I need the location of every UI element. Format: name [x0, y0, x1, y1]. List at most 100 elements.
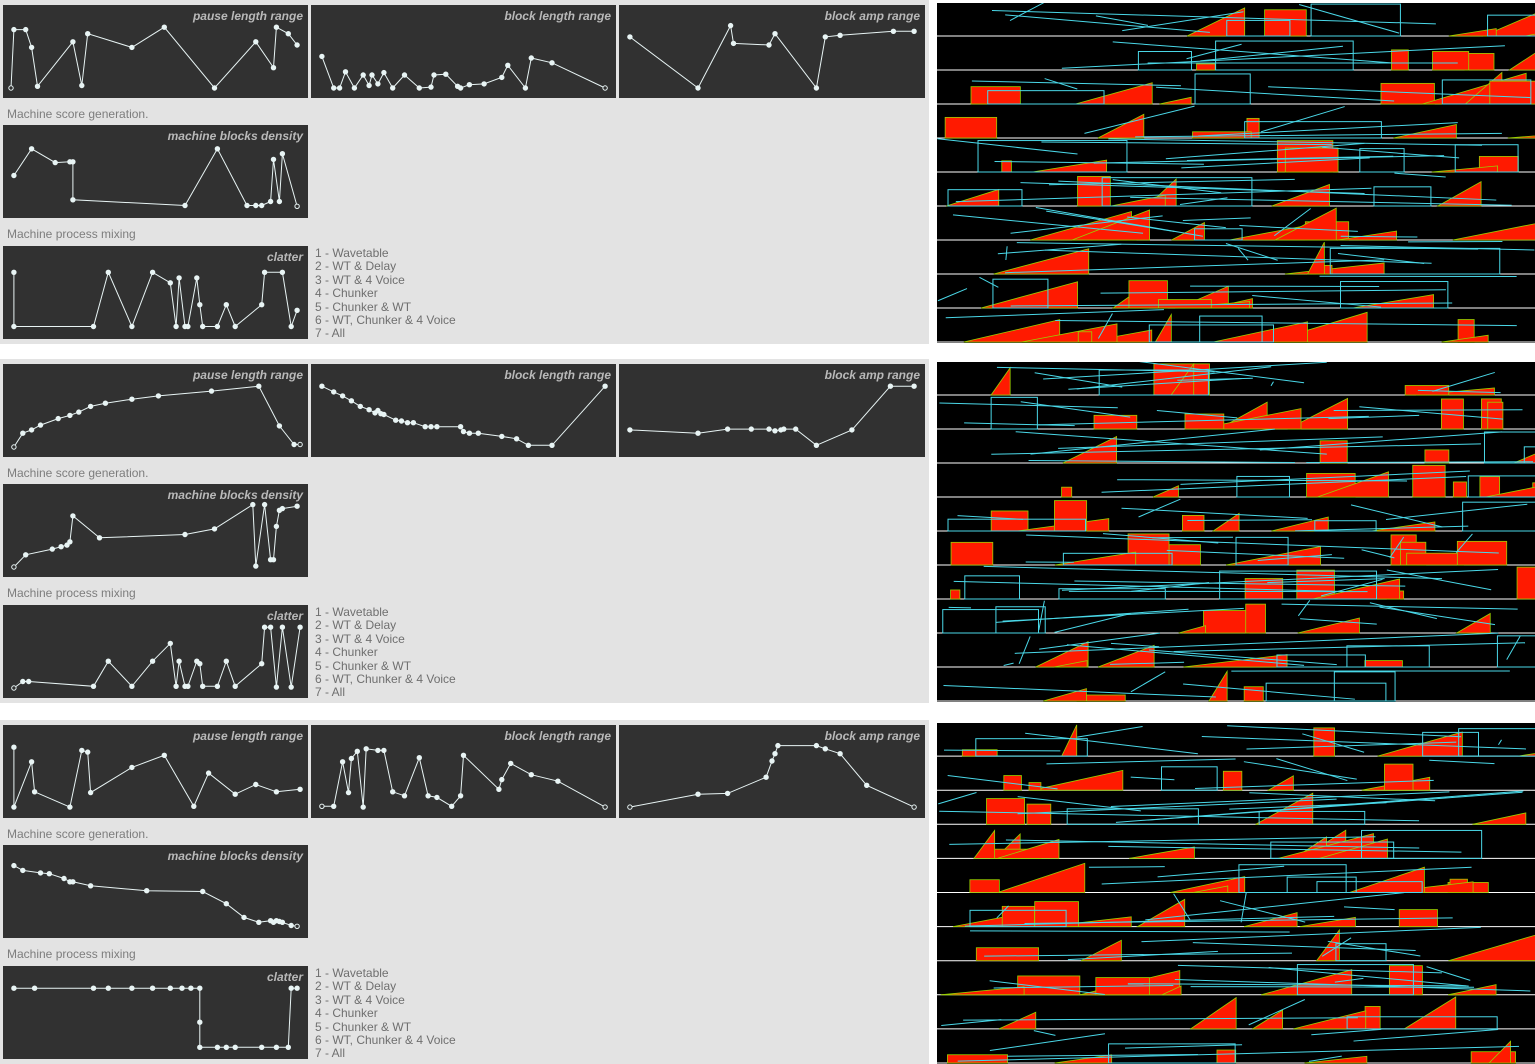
score-block	[1452, 481, 1467, 498]
pause-length-envelope[interactable]: pause length range	[3, 725, 308, 818]
score-connector	[1173, 642, 1526, 652]
score-connector	[1101, 476, 1467, 493]
score-generation-caption: Machine score generation.	[7, 107, 149, 121]
mixing-mode-item[interactable]: 6 - WT, Chunker & 4 Voice	[315, 313, 456, 328]
mixing-mode-item[interactable]: 2 - WT & Delay	[315, 618, 397, 633]
mixing-mode-item[interactable]: 4 - Chunker	[315, 286, 378, 301]
score-connector	[1048, 178, 1295, 186]
envelope-breakpoint	[211, 85, 218, 91]
score-connector	[1165, 142, 1365, 160]
score-block	[1001, 160, 1012, 173]
block-length-envelope[interactable]: block length range	[311, 725, 616, 818]
score-frame	[1361, 829, 1483, 859]
score-connector	[997, 243, 1122, 255]
score-connector	[1186, 155, 1394, 162]
envelope-breakpoint	[85, 749, 91, 755]
mixing-mode-item[interactable]: 1 - Wavetable	[315, 605, 389, 619]
mixing-mode-item[interactable]: 7 - All	[315, 326, 346, 341]
score-connector	[1166, 549, 1345, 559]
envelope-curve	[321, 56, 606, 90]
clatter-envelope[interactable]: clatter	[3, 966, 308, 1059]
envelope-breakpoint	[297, 624, 303, 630]
envelope-breakpoint	[331, 85, 337, 91]
score-block	[1243, 686, 1264, 702]
envelope-breakpoint	[149, 269, 156, 275]
block-amp-envelope[interactable]: block amp range	[619, 725, 925, 818]
score-connector	[1055, 320, 1517, 327]
score-connector	[1097, 313, 1113, 339]
score-display-2	[937, 362, 1535, 702]
mixing-mode-item[interactable]: 7 - All	[315, 685, 346, 700]
score-connector	[1035, 206, 1203, 237]
blocks-density-envelope[interactable]: machine blocks density	[3, 484, 308, 577]
block-amp-envelope[interactable]: block amp range	[619, 5, 925, 98]
envelope-breakpoint	[457, 793, 464, 799]
score-frame	[1458, 728, 1535, 757]
mixing-mode-item[interactable]: 3 - WT & 4 Voice	[315, 631, 405, 646]
score-block	[1364, 1006, 1381, 1030]
score-connector	[1067, 950, 1218, 961]
mixing-mode-item[interactable]: 3 - WT & 4 Voice	[315, 992, 405, 1007]
score-frame	[1215, 40, 1354, 71]
blocks-density-envelope[interactable]: machine blocks density	[3, 125, 308, 218]
mixing-mode-item[interactable]: 4 - Chunker	[315, 1006, 378, 1021]
envelope-breakpoint	[273, 1044, 280, 1051]
envelope-breakpoint	[259, 302, 265, 308]
envelope-breakpoint	[781, 426, 787, 432]
score-connector	[939, 810, 1420, 822]
block-amp-envelope[interactable]: block amp range	[619, 364, 925, 457]
envelope-breakpoint	[319, 803, 325, 810]
clatter-envelope[interactable]: clatter	[3, 605, 308, 698]
score-connector	[964, 422, 1075, 427]
score-block	[1377, 731, 1463, 757]
blocks-density-envelope[interactable]: machine blocks density	[3, 845, 308, 938]
envelope-breakpoint	[549, 442, 555, 449]
score-frame	[1483, 431, 1535, 464]
mixing-mode-item[interactable]: 3 - WT & 4 Voice	[315, 272, 405, 287]
pause-length-envelope[interactable]: pause length range	[3, 364, 308, 457]
envelope-breakpoint	[422, 424, 428, 430]
score-connector	[1273, 208, 1311, 237]
score-block	[1455, 612, 1491, 634]
envelope-breakpoint	[85, 31, 91, 37]
block-length-envelope[interactable]: block length range	[311, 364, 616, 457]
mixing-mode-item[interactable]: 5 - Chunker & WT	[315, 1019, 412, 1034]
envelope-breakpoint	[223, 302, 230, 308]
envelope-breakpoint	[256, 383, 262, 389]
mixing-mode-item[interactable]: 5 - Chunker & WT	[315, 658, 412, 673]
score-frame	[1340, 281, 1449, 309]
mixing-mode-item[interactable]: 1 - Wavetable	[315, 246, 389, 260]
mixing-mode-item[interactable]: 1 - Wavetable	[315, 966, 389, 980]
score-connector	[983, 565, 1443, 580]
envelope-breakpoint	[179, 985, 185, 991]
score-connector	[1101, 866, 1472, 885]
envelope-breakpoint	[167, 985, 174, 991]
envelope-breakpoint	[37, 422, 44, 428]
score-block	[1337, 230, 1397, 241]
envelope-breakpoint	[460, 752, 467, 758]
mixing-mode-item[interactable]: 6 - WT, Chunker & 4 Voice	[315, 1033, 456, 1048]
mixing-mode-item[interactable]: 2 - WT & Delay	[315, 259, 397, 274]
mixing-mode-item[interactable]: 6 - WT, Chunker & 4 Voice	[315, 672, 456, 687]
mixing-mode-item[interactable]: 5 - Chunker & WT	[315, 299, 412, 314]
clatter-envelope[interactable]: clatter	[3, 246, 308, 339]
score-block	[1054, 660, 1088, 668]
envelope-breakpoint	[161, 24, 168, 30]
envelope-breakpoint	[864, 782, 870, 788]
envelope-breakpoint	[294, 42, 300, 48]
score-block	[1136, 898, 1186, 928]
score-connector	[1268, 966, 1469, 987]
score-connector	[1061, 568, 1499, 591]
envelope-breakpoint	[887, 383, 894, 389]
score-connector	[1115, 790, 1524, 823]
pause-length-envelope[interactable]: pause length range	[3, 5, 308, 98]
mixing-mode-item[interactable]: 7 - All	[315, 1046, 346, 1061]
block-length-envelope[interactable]: block length range	[311, 5, 616, 98]
mixing-mode-item[interactable]: 4 - Chunker	[315, 645, 378, 660]
mixing-mode-item[interactable]: 2 - WT & Delay	[315, 979, 397, 994]
envelope-breakpoint	[173, 323, 179, 330]
envelope-breakpoint	[319, 383, 325, 389]
envelope-breakpoint	[214, 683, 221, 690]
score-block	[944, 116, 998, 139]
score-block	[1448, 934, 1535, 962]
